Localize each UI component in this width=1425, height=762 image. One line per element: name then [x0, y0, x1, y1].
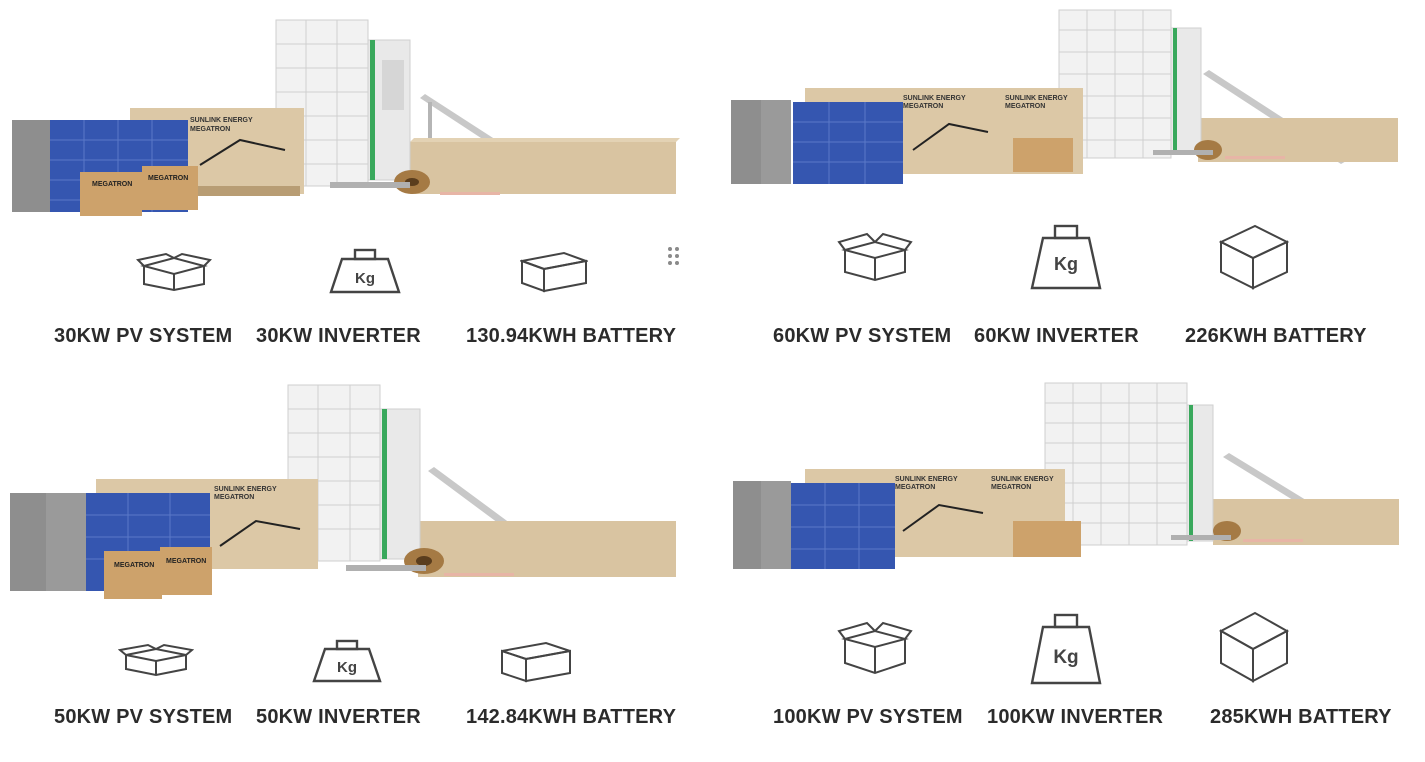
cube-icon — [501, 641, 571, 683]
system-card-50kw: SUNLINK ENERGY MEGATRON MEGATRON MEGATRO… — [0, 381, 712, 762]
svg-text:MEGATRON: MEGATRON — [190, 126, 230, 133]
system-card-100kw: SUNLINK ENERGY MEGATRON SUNLINK ENERGY M… — [713, 381, 1425, 762]
drag-handle-icon[interactable] — [668, 247, 682, 269]
open-box-icon — [118, 643, 194, 677]
kg-weight-icon: Kg — [329, 248, 401, 294]
pv-system-label: 50KW PV SYSTEM — [54, 706, 233, 728]
svg-text:MEGATRON: MEGATRON — [991, 484, 1031, 491]
svg-text:SUNLINK ENERGY: SUNLINK ENERGY — [1005, 95, 1068, 102]
product-bundle-image: SUNLINK ENERGY MEGATRON SUNLINK ENERGY M… — [713, 381, 1425, 611]
svg-text:MEGATRON: MEGATRON — [895, 484, 935, 491]
svg-text:MEGATRON: MEGATRON — [903, 103, 943, 110]
open-box-icon — [837, 232, 913, 282]
svg-text:MEGATRON: MEGATRON — [114, 562, 154, 569]
pv-system-label: 100KW PV SYSTEM — [773, 706, 963, 728]
battery-label: 130.94KWH BATTERY — [466, 325, 677, 347]
svg-text:MEGATRON: MEGATRON — [214, 494, 254, 501]
open-box-icon — [136, 252, 212, 292]
battery-label: 226KWH BATTERY — [1185, 325, 1367, 347]
svg-text:MEGATRON: MEGATRON — [166, 558, 206, 565]
pv-system-label: 30KW PV SYSTEM — [54, 325, 233, 347]
system-card-60kw: SUNLINK ENERGY MEGATRON SUNLINK ENERGY M… — [713, 0, 1425, 381]
cube-icon — [1219, 611, 1289, 683]
svg-text:SUNLINK ENERGY: SUNLINK ENERGY — [190, 117, 253, 124]
svg-text:SUNLINK ENERGY: SUNLINK ENERGY — [991, 476, 1054, 483]
pv-system-label: 60KW PV SYSTEM — [773, 325, 952, 347]
svg-text:Kg: Kg — [1054, 254, 1078, 274]
battery-label: 142.84KWH BATTERY — [466, 706, 677, 728]
svg-text:SUNLINK ENERGY: SUNLINK ENERGY — [903, 95, 966, 102]
svg-text:MEGATRON: MEGATRON — [148, 175, 188, 182]
system-card-30kw: SUNLINK ENERGY MEGATRON MEGATRON MEGATRO… — [0, 0, 712, 381]
open-box-icon — [837, 621, 913, 675]
product-bundle-image: SUNLINK ENERGY MEGATRON SUNLINK ENERGY M… — [713, 0, 1425, 230]
svg-text:Kg: Kg — [337, 659, 357, 676]
svg-text:Kg: Kg — [355, 270, 375, 287]
inverter-label: 60KW INVERTER — [974, 325, 1139, 347]
svg-text:Kg: Kg — [1053, 647, 1078, 668]
product-bundle-image: SUNLINK ENERGY MEGATRON MEGATRON MEGATRO… — [0, 381, 712, 611]
svg-text:MEGATRON: MEGATRON — [1005, 103, 1045, 110]
svg-text:MEGATRON: MEGATRON — [92, 181, 132, 188]
kg-weight-icon: Kg — [1030, 224, 1102, 290]
kg-weight-icon: Kg — [1030, 613, 1102, 685]
inverter-label: 50KW INVERTER — [256, 706, 421, 728]
svg-text:SUNLINK ENERGY: SUNLINK ENERGY — [214, 486, 277, 493]
svg-text:SUNLINK ENERGY: SUNLINK ENERGY — [895, 476, 958, 483]
product-bundle-image: SUNLINK ENERGY MEGATRON MEGATRON MEGATRO… — [0, 0, 712, 230]
inverter-label: 100KW INVERTER — [987, 706, 1164, 728]
cube-icon — [520, 251, 588, 293]
battery-label: 285KWH BATTERY — [1210, 706, 1392, 728]
kg-weight-icon: Kg — [312, 639, 382, 683]
cube-icon — [1219, 224, 1289, 290]
inverter-label: 30KW INVERTER — [256, 325, 421, 347]
